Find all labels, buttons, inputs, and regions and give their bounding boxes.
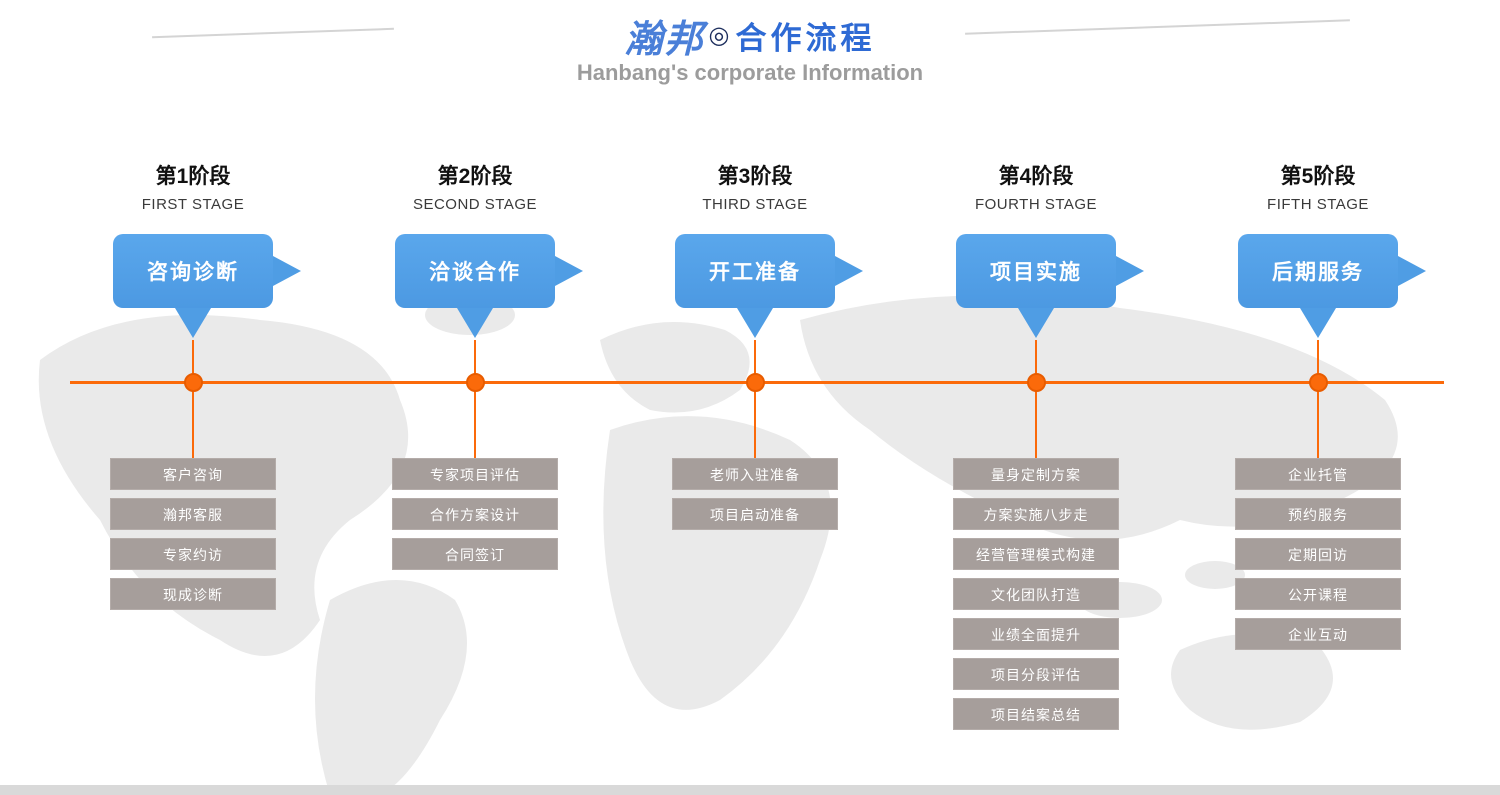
stage-label: 第1阶段 xyxy=(155,165,231,188)
process-item: 文化团队打造 xyxy=(953,578,1119,610)
stage-label-en: THIRD STAGE xyxy=(702,196,808,213)
timeline-dot xyxy=(746,373,765,392)
process-item: 客户咨询 xyxy=(110,458,276,490)
stage-item-list: 企业托管 预约服务 定期回访 公开课程 企业互动 xyxy=(1235,458,1401,658)
stage-label: 第5阶段 xyxy=(1280,165,1356,188)
process-item: 瀚邦客服 xyxy=(110,498,276,530)
stage-label-en: FOURTH STAGE xyxy=(974,196,1098,213)
stage-column-3: 第3阶段 THIRD STAGE 开工准备 老师入驻准备 项目启动准备 xyxy=(672,0,863,795)
process-item: 现成诊断 xyxy=(110,578,276,610)
timeline-connector xyxy=(754,340,756,458)
bubble-tail-down-icon xyxy=(1018,308,1054,338)
process-item: 项目结案总结 xyxy=(953,698,1119,730)
footer-bar xyxy=(0,785,1500,795)
bubble-arrow-right-icon xyxy=(273,256,301,286)
process-item: 项目分段评估 xyxy=(953,658,1119,690)
stage-column-2: 第2阶段 SECOND STAGE 洽谈合作 专家项目评估 合作方案设计 合同签… xyxy=(392,0,583,795)
stage-bubble: 后期服务 xyxy=(1238,234,1426,338)
bubble-tail-down-icon xyxy=(175,308,211,338)
stage-label-en: FIRST STAGE xyxy=(141,196,245,213)
process-item: 合作方案设计 xyxy=(392,498,558,530)
stage-bubble: 咨询诊断 xyxy=(113,234,301,338)
stage-label: 第2阶段 xyxy=(437,165,513,188)
stage-item-list: 量身定制方案 方案实施八步走 经营管理模式构建 文化团队打造 业绩全面提升 项目… xyxy=(953,458,1119,738)
process-item: 合同签订 xyxy=(392,538,558,570)
stage-label-en: FIFTH STAGE xyxy=(1267,196,1369,213)
timeline-connector xyxy=(192,340,194,458)
stage-bubble-label: 项目实施 xyxy=(990,261,1082,284)
process-item: 方案实施八步走 xyxy=(953,498,1119,530)
process-item: 企业互动 xyxy=(1235,618,1401,650)
bubble-arrow-right-icon xyxy=(835,256,863,286)
process-item: 专家项目评估 xyxy=(392,458,558,490)
page-title: 瀚邦◎合作流程 xyxy=(0,8,1500,63)
stage-column-4: 第4阶段 FOURTH STAGE 项目实施 量身定制方案 方案实施八步走 经营… xyxy=(953,0,1144,795)
bubble-arrow-right-icon xyxy=(555,256,583,286)
process-item: 公开课程 xyxy=(1235,578,1401,610)
bubble-tail-down-icon xyxy=(1300,308,1336,338)
stage-label-en: SECOND STAGE xyxy=(412,196,538,213)
process-item: 业绩全面提升 xyxy=(953,618,1119,650)
stage-item-list: 客户咨询 瀚邦客服 专家约访 现成诊断 xyxy=(110,458,276,618)
stage-bubble-label: 咨询诊断 xyxy=(147,261,239,284)
stage-column-5: 第5阶段 FIFTH STAGE 后期服务 企业托管 预约服务 定期回访 公开课… xyxy=(1235,0,1426,795)
page-subtitle: Hanbang's corporate Information xyxy=(576,60,924,85)
page-title-text: 合作流程 xyxy=(735,21,876,56)
stage-bubble-label: 开工准备 xyxy=(709,261,801,284)
timeline-dot xyxy=(466,373,485,392)
stage-item-list: 专家项目评估 合作方案设计 合同签订 xyxy=(392,458,558,578)
timeline-dot xyxy=(184,373,203,392)
stage-bubble: 开工准备 xyxy=(675,234,863,338)
process-item: 企业托管 xyxy=(1235,458,1401,490)
stage-bubble-label: 洽谈合作 xyxy=(429,261,521,284)
bullseye-icon: ◎ xyxy=(708,22,730,49)
bubble-arrow-right-icon xyxy=(1398,256,1426,286)
bubble-tail-down-icon xyxy=(457,308,493,338)
stage-label: 第3阶段 xyxy=(717,165,793,188)
stage-label: 第4阶段 xyxy=(998,165,1074,188)
bubble-tail-down-icon xyxy=(737,308,773,338)
stage-bubble: 洽谈合作 xyxy=(395,234,583,338)
process-item: 项目启动准备 xyxy=(672,498,838,530)
stage-item-list: 老师入驻准备 项目启动准备 xyxy=(672,458,838,538)
stage-bubble-label: 后期服务 xyxy=(1272,261,1364,284)
timeline-dot xyxy=(1309,373,1328,392)
brand-logo-text: 瀚邦 xyxy=(624,16,705,61)
stage-column-1: 第1阶段 FIRST STAGE 咨询诊断 客户咨询 瀚邦客服 专家约访 现成诊… xyxy=(110,0,301,795)
timeline-connector xyxy=(474,340,476,458)
process-item: 量身定制方案 xyxy=(953,458,1119,490)
timeline-dot xyxy=(1027,373,1046,392)
process-item: 老师入驻准备 xyxy=(672,458,838,490)
stage-bubble: 项目实施 xyxy=(956,234,1144,338)
process-item: 定期回访 xyxy=(1235,538,1401,570)
bubble-arrow-right-icon xyxy=(1116,256,1144,286)
timeline-connector xyxy=(1317,340,1319,458)
timeline-connector xyxy=(1035,340,1037,458)
process-item: 专家约访 xyxy=(110,538,276,570)
process-item: 预约服务 xyxy=(1235,498,1401,530)
process-item: 经营管理模式构建 xyxy=(953,538,1119,570)
